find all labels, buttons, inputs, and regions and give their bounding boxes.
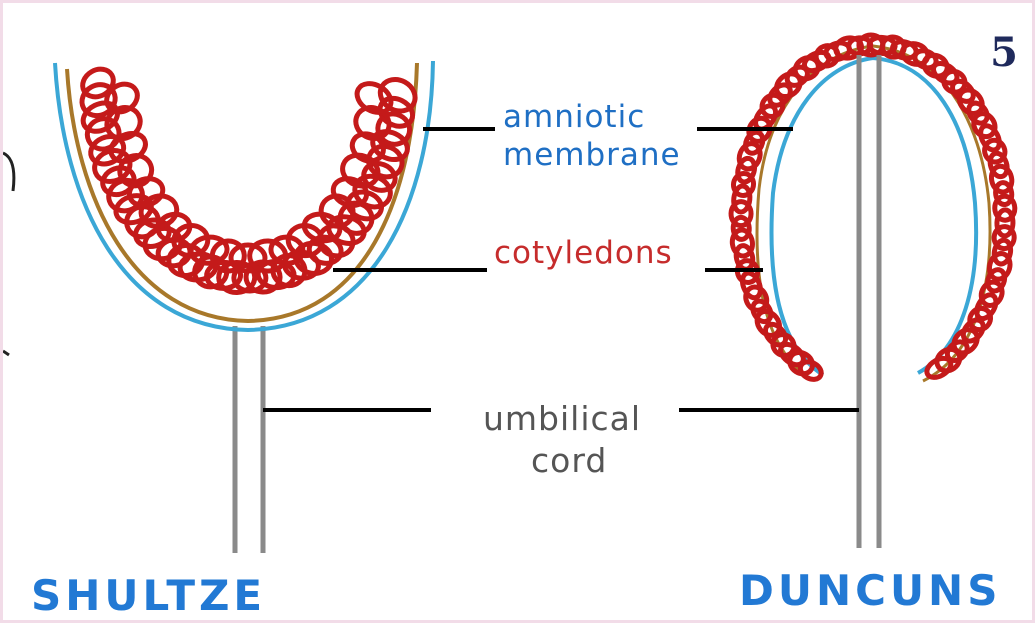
- page-number: 5: [990, 29, 1018, 76]
- title-shultze: SHULTZE: [31, 571, 266, 620]
- title-duncuns: DUNCUNS: [739, 566, 1001, 615]
- label-amniotic-line1: amniotic: [503, 99, 645, 135]
- duncuns-amnion: [771, 58, 976, 375]
- shultze-diagram: [55, 61, 433, 553]
- diagram-canvas: [3, 3, 1035, 626]
- edge-mark-small: [3, 351, 9, 355]
- edge-mark: [3, 153, 14, 191]
- duncuns-diagram: [731, 35, 1016, 548]
- label-amniotic-line2: membrane: [503, 137, 681, 173]
- label-umbilical-line1: umbilical: [483, 399, 641, 438]
- label-umbilical-line2: cord: [531, 441, 607, 480]
- label-cotyledons: cotyledons: [494, 235, 673, 271]
